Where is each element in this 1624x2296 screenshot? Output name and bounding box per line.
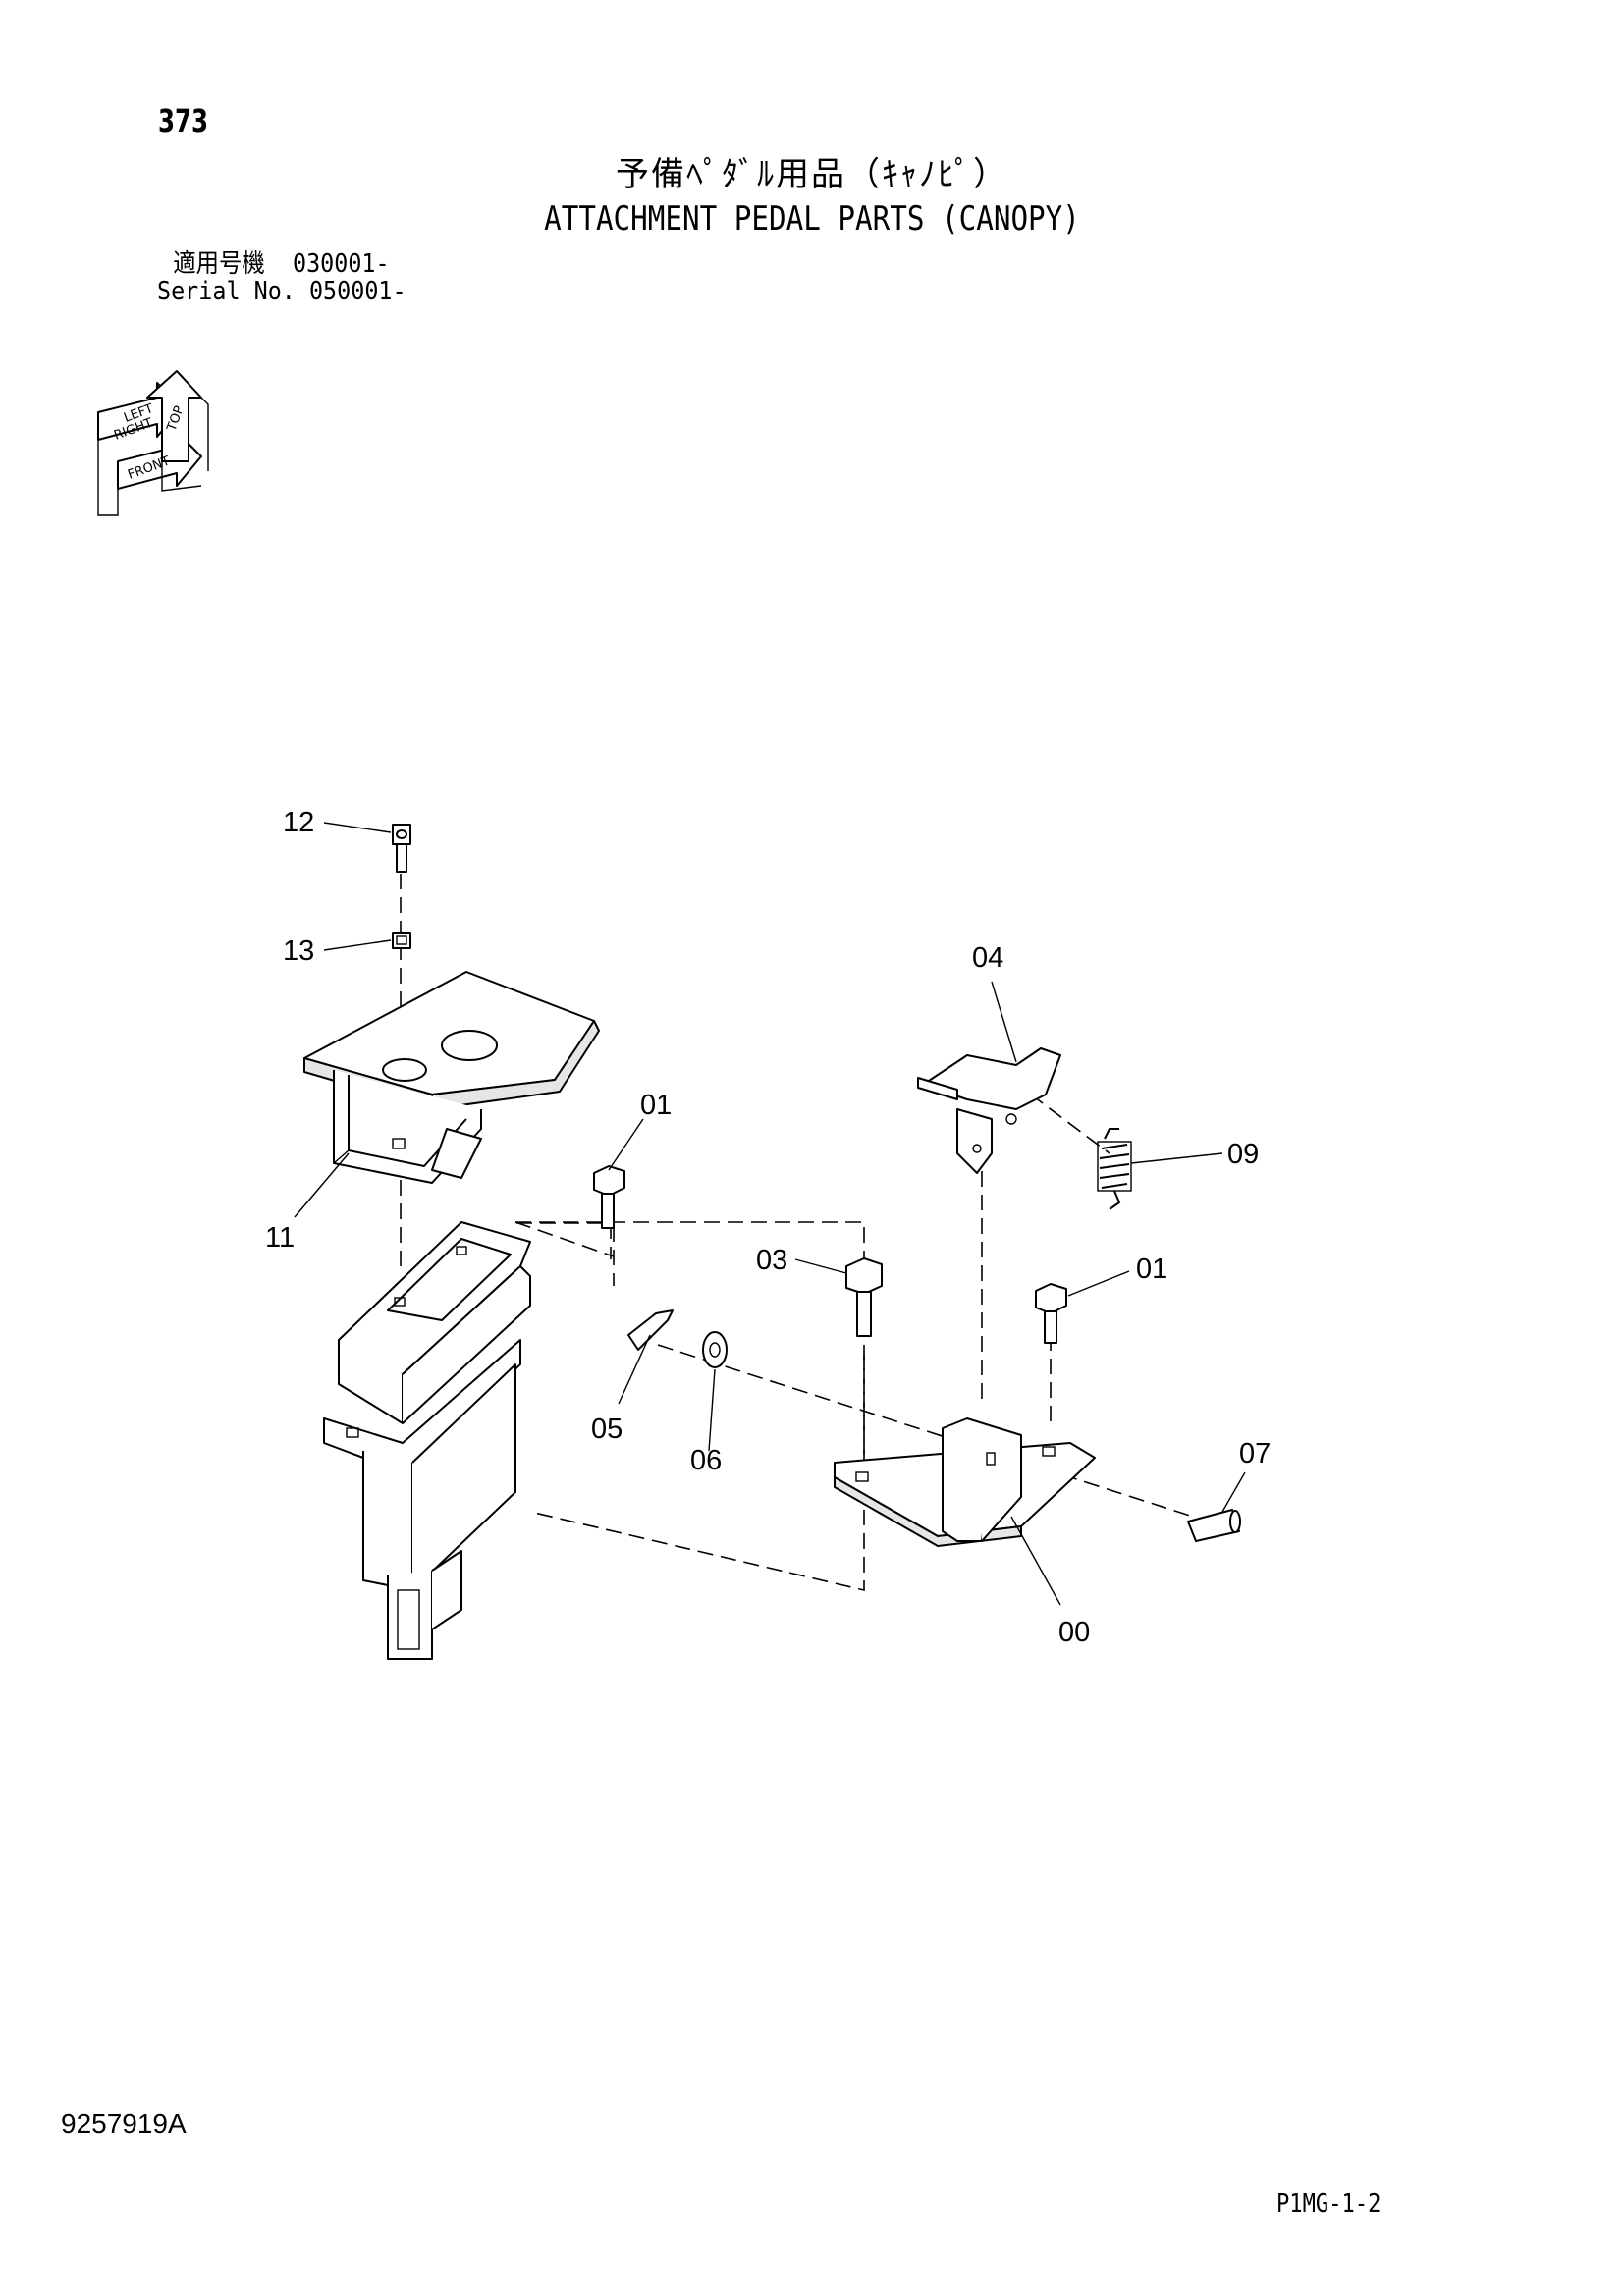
callout-09: 09 (1227, 1139, 1259, 1170)
callout-labels: 12 13 11 01 04 09 03 01 05 06 07 00 (265, 807, 1271, 1648)
callout-11: 11 (265, 1222, 295, 1254)
part-00-base-plate (834, 1417, 1096, 1547)
page-title-japanese: 予備ﾍﾟﾀﾞﾙ用品（ｷｬﾉﾋﾟ） (616, 155, 1008, 194)
callout-01-upper: 01 (640, 1090, 672, 1121)
part-05-clip (627, 1309, 674, 1351)
callout-00: 00 (1058, 1617, 1090, 1648)
orientation-icon: LEFT RIGHT TOP FRONT (97, 370, 209, 516)
page-code: P1MG-1-2 (1276, 2189, 1381, 2218)
callout-04: 04 (972, 942, 1003, 974)
callout-13: 13 (283, 935, 314, 967)
callout-01-lower: 01 (1136, 1254, 1167, 1285)
callout-03: 03 (756, 1245, 787, 1276)
pedal-valve-assembly (323, 1221, 531, 1660)
serial-number-en: Serial No. 050001- (157, 277, 406, 306)
callout-12: 12 (283, 807, 314, 838)
part-07-pin (1187, 1509, 1241, 1542)
part-01b-bolt (1035, 1283, 1067, 1344)
page-title-english: ATTACHMENT PEDAL PARTS (CANOPY) (544, 199, 1080, 239)
callout-06: 06 (690, 1445, 722, 1476)
serial-number-block: 適用号機 030001- Serial No. 050001- (157, 250, 406, 305)
callout-05: 05 (591, 1414, 623, 1445)
document-number: 9257919A (61, 2109, 187, 2139)
part-01a-bolt (593, 1165, 625, 1229)
part-11-pedal (303, 971, 600, 1184)
part-04-bracket (917, 1047, 1061, 1174)
part-06-washer (702, 1331, 728, 1368)
assembly-lines (400, 874, 1194, 1592)
page-number: 373 (158, 102, 209, 139)
leader-lines (294, 822, 1246, 1606)
part-09-spring (1097, 1128, 1132, 1210)
part-12-bolt (392, 824, 411, 873)
part-03-bolt (845, 1257, 883, 1337)
part-13-washer (392, 932, 411, 949)
serial-number-jp: 適用号機 030001- (173, 249, 390, 279)
callout-07: 07 (1239, 1438, 1271, 1469)
